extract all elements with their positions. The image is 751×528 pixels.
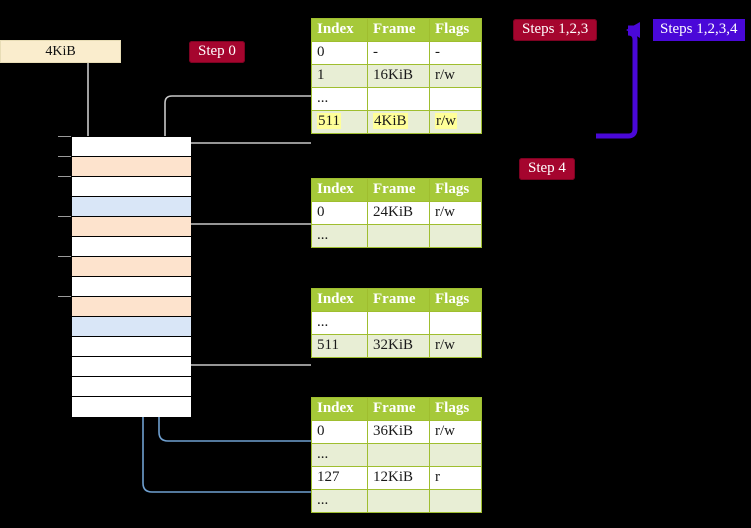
table-row: ...: [311, 489, 482, 513]
memory-row-2: [72, 177, 191, 197]
table-row: ...: [311, 443, 482, 467]
column-header-frame: Frame: [367, 178, 430, 202]
step-4-label: Step 4: [519, 158, 575, 180]
memory-row-8: [72, 297, 191, 317]
table-row: ...: [311, 224, 482, 248]
cell-index: 127: [311, 466, 368, 490]
cell-frame: [367, 224, 430, 248]
cell-index: 0: [311, 201, 368, 225]
memory-tick-6: [58, 256, 71, 257]
cell-index: 511: [311, 334, 368, 358]
table-row: 0--: [311, 41, 482, 65]
column-header-index: Index: [311, 288, 368, 312]
cell-index: 0: [311, 420, 368, 444]
cell-flags: [429, 87, 482, 111]
cell-flags: r: [429, 466, 482, 490]
cell-flags: [429, 489, 482, 513]
highlighted-value: 4KiB: [373, 113, 408, 129]
cell-index: 0: [311, 41, 368, 65]
memory-tick-8: [58, 296, 71, 297]
table-row: ...: [311, 87, 482, 111]
cell-index: ...: [311, 443, 368, 467]
memory-row-1: [72, 157, 191, 177]
cell-frame: 36KiB: [367, 420, 430, 444]
cell-frame: 16KiB: [367, 64, 430, 88]
memory-tick-4: [58, 216, 71, 217]
size-label-4kib: 4KiB: [0, 40, 121, 63]
cell-flags: [429, 443, 482, 467]
cell-frame: 4KiB: [367, 110, 430, 134]
cell-flags: r/w: [429, 201, 482, 225]
cell-flags: r/w: [429, 110, 482, 134]
column-header-flags: Flags: [429, 397, 482, 421]
memory-tick-2: [58, 176, 71, 177]
cell-frame: 24KiB: [367, 201, 430, 225]
highlighted-value: r/w: [435, 113, 457, 129]
column-header-frame: Frame: [367, 288, 430, 312]
physical-memory-column: [71, 136, 191, 417]
memory-row-12: [72, 377, 191, 397]
table-row: ...: [311, 311, 482, 335]
cell-frame: 12KiB: [367, 466, 430, 490]
cell-frame: [367, 443, 430, 467]
cell-flags: r/w: [429, 64, 482, 88]
cell-frame: [367, 489, 430, 513]
cell-index: 1: [311, 64, 368, 88]
cell-index: ...: [311, 87, 368, 111]
memory-row-5: [72, 237, 191, 257]
cell-index: 511: [311, 110, 368, 134]
column-header-index: Index: [311, 18, 368, 42]
cell-flags: r/w: [429, 334, 482, 358]
cell-flags: [429, 224, 482, 248]
column-header-frame: Frame: [367, 18, 430, 42]
steps-123-label: Steps 1,2,3: [513, 19, 598, 41]
column-header-index: Index: [311, 178, 368, 202]
table-row: 511 4KiB r/w: [311, 110, 482, 134]
cell-flags: r/w: [429, 420, 482, 444]
memory-row-10: [72, 337, 191, 357]
memory-row-4: [72, 217, 191, 237]
cell-frame: -: [367, 41, 430, 65]
column-header-index: Index: [311, 397, 368, 421]
step-0-label: Step 0: [189, 41, 245, 63]
memory-row-11: [72, 357, 191, 377]
memory-row-6: [72, 257, 191, 277]
column-header-frame: Frame: [367, 397, 430, 421]
cell-frame: [367, 311, 430, 335]
cell-index: ...: [311, 489, 368, 513]
cell-frame: [367, 87, 430, 111]
memory-row-13: [72, 397, 191, 417]
cell-index: ...: [311, 311, 368, 335]
memory-row-3: [72, 197, 191, 217]
column-header-flags: Flags: [429, 18, 482, 42]
steps-1234-label: Steps 1,2,3,4: [653, 19, 745, 41]
memory-tick-1: [58, 156, 71, 157]
cell-flags: [429, 311, 482, 335]
cell-flags: -: [429, 41, 482, 65]
memory-row-7: [72, 277, 191, 297]
column-header-flags: Flags: [429, 178, 482, 202]
memory-row-9: [72, 317, 191, 337]
memory-tick-0: [58, 136, 71, 137]
highlighted-value: 511: [317, 113, 341, 129]
cell-frame: 32KiB: [367, 334, 430, 358]
memory-row-0: [72, 137, 191, 157]
cell-index: ...: [311, 224, 368, 248]
column-header-flags: Flags: [429, 288, 482, 312]
